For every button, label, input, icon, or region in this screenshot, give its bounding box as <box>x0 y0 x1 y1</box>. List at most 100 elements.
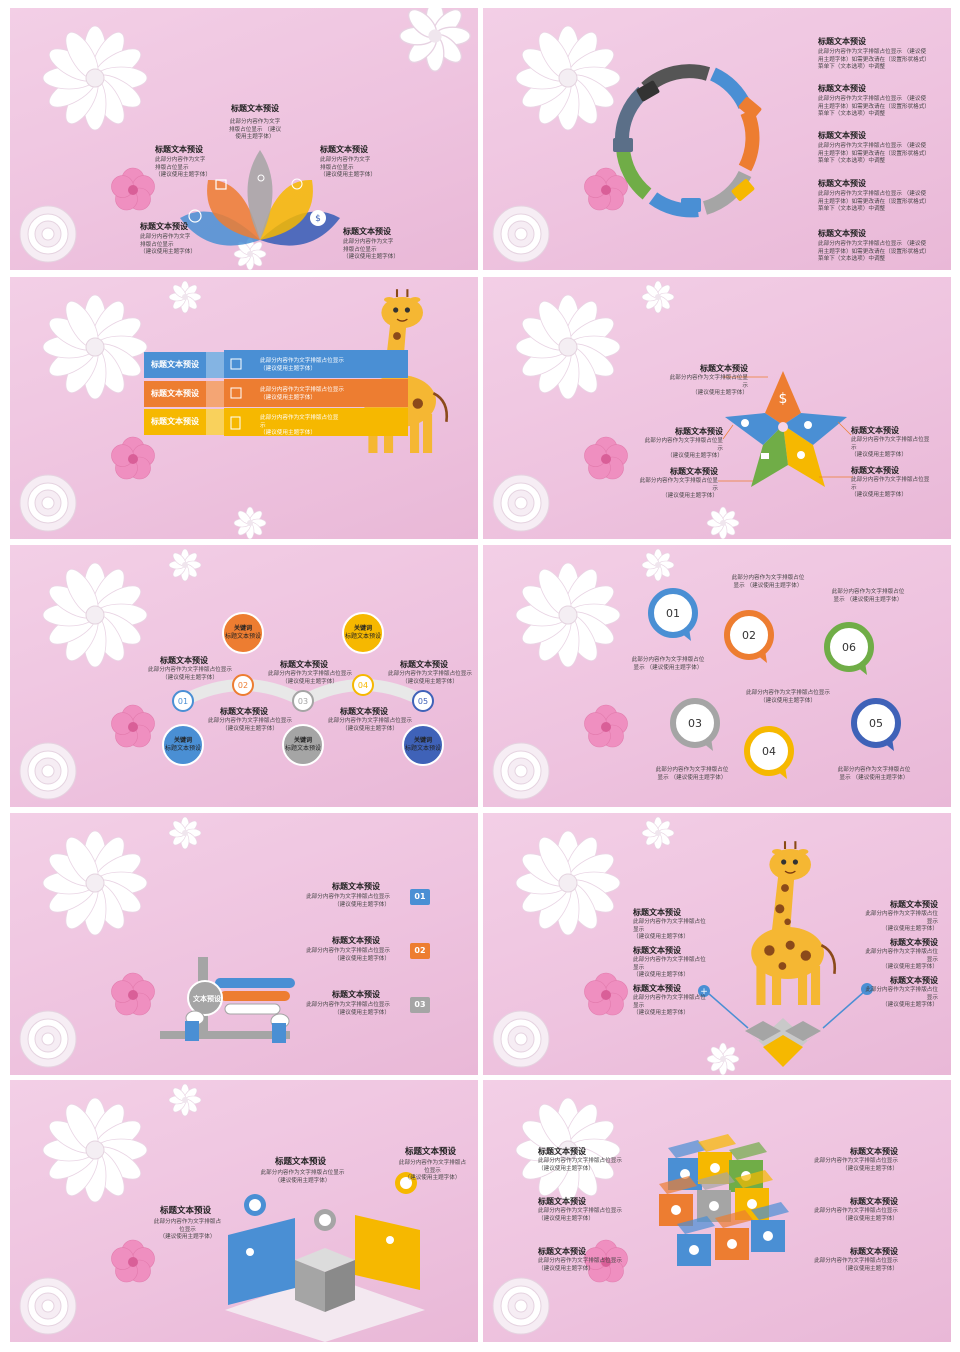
star-point-blue <box>783 413 847 445</box>
bubble-body: 此部分内容作为文字排版占位 显示 （建议使用主题字体） <box>655 767 729 781</box>
diamond-gray-2 <box>785 1021 821 1041</box>
list-item-title: 标题文本预设 <box>332 936 380 945</box>
clipboard-icon <box>230 416 241 430</box>
lotus-petal-orange <box>207 179 260 240</box>
list-item-body: 此部分内容作为文字排版占位显示 （建议使用主题字体） <box>306 948 390 962</box>
bubble-number: 06 <box>842 641 856 654</box>
slide-8-giraffe-arrows[interactable]: + 标题文本预设此部分内容作为文字排版占位 显示 （建议使用主题字体）标题文本预… <box>483 813 951 1075</box>
pin-item-body: 此部分内容作为文字排版占 位显示 （建议使用主题字体） <box>398 1160 467 1182</box>
bubble-number: 02 <box>742 629 756 642</box>
title-bottom-left: 标题文本预设 <box>140 222 188 231</box>
arrow-item-body: 此部分内容作为文字排版占位 显示 （建议使用主题字体） <box>865 911 938 933</box>
dial-tag: 文本预设 <box>193 995 221 1003</box>
bubble-body: 此部分内容作为文字排版占位 显示 （建议使用主题字体） <box>831 589 905 603</box>
block-gray <box>295 1260 325 1312</box>
body-right: 此部分内容作为文字 排版占位显示 （建议使用主题字体） <box>320 157 376 179</box>
slide-3-giraffe-banners[interactable]: 标题文本预设此部分内容作为文字排版占位显示 （建议使用主题字体）标题文本预设此部… <box>10 277 478 539</box>
cycle-item-body: 此部分内容作为文字排版占位显示 （建议使用主题字体）如需更改请在（设置形状格式）… <box>818 49 930 71</box>
bubble-tail <box>757 650 767 663</box>
banner-body: 此部分内容作为文字排版占位显示 （建议使用主题字体） <box>260 358 344 372</box>
keyword-sub: 标题文本预设 <box>164 745 201 752</box>
arrow-item-title: 标题文本预设 <box>890 900 938 909</box>
keyword-bubble <box>162 724 204 766</box>
lock-icon-top <box>751 1202 789 1220</box>
cube-item-title: 标题文本预设 <box>850 1247 898 1256</box>
timeline-node <box>412 690 434 712</box>
list-item-body: 此部分内容作为文字排版占位显示 （建议使用主题字体） <box>306 894 390 908</box>
cube-item-body: 此部分内容作为文字排版占位显示 （建议使用主题字体） <box>538 1208 622 1222</box>
timeline-item-body: 此部分内容作为文字排版占位显示 （建议使用主题字体） <box>268 671 352 685</box>
title-left: 标题文本预设 <box>155 145 203 154</box>
body-bottom-right: 此部分内容作为文字 排版占位显示 （建议使用主题字体） <box>343 239 399 261</box>
block-cube <box>659 1134 789 1266</box>
diamond-yellow <box>763 1035 803 1067</box>
banner-label: 标题文本预设 <box>151 417 199 426</box>
slider-blue <box>215 978 295 988</box>
arrow-item-title: 标题文本预设 <box>890 976 938 985</box>
star-item-body: 此部分内容作为文字排版占位显示 （建议使用主题字体） <box>639 478 718 500</box>
arrow-item-title: 标题文本预设 <box>633 946 681 955</box>
cycle-item-title: 标题文本预设 <box>818 131 866 140</box>
timeline-node-label: 04 <box>357 681 369 690</box>
number-bubble <box>824 622 874 672</box>
star-item-body: 此部分内容作为文字排版占位显示 （建议使用主题字体） <box>851 477 930 499</box>
pie-icon <box>710 1163 720 1173</box>
body-bottom-left: 此部分内容作为文字 排版占位显示 （建议使用主题字体） <box>140 234 196 256</box>
keyword-sub: 标题文本预设 <box>344 633 381 640</box>
keyword-bubble <box>282 724 324 766</box>
slide-9-iso-pins[interactable]: 标题文本预设此部分内容作为文字排版占 位显示 （建议使用主题字体）标题文本预设此… <box>10 1080 478 1342</box>
cycle-item-title: 标题文本预设 <box>818 84 866 93</box>
bubble-number: 05 <box>869 717 883 730</box>
cube-item-body: 此部分内容作为文字排版占位显示 （建议使用主题字体） <box>538 1158 622 1172</box>
bubble-body: 此部分内容作为文字排版占位 显示 （建议使用主题字体） <box>837 767 911 781</box>
number-bubble <box>670 698 720 748</box>
cycle-diagram <box>613 64 762 218</box>
block-yellow <box>355 1215 420 1290</box>
star-item-title: 标题文本预设 <box>851 426 899 435</box>
cube-item-title: 标题文本预设 <box>538 1247 586 1256</box>
timeline-item-body: 此部分内容作为文字排版占位显示 （建议使用主题字体） <box>148 667 232 681</box>
banner-diagram <box>144 287 449 455</box>
bubble-body: 此部分内容作为文字排版占位 显示 （建议使用主题字体） <box>631 657 705 671</box>
arrow-item-title: 标题文本预设 <box>633 984 681 993</box>
pin-item-body: 此部分内容作为文字排版占位显示 （建议使用主题字体） <box>260 1170 345 1184</box>
slide-10-cube[interactable]: 标题文本预设 此部分内容作为文字排版占位显示 （建议使用主题字体） 标题文本预设 此部… <box>483 1080 951 1342</box>
slider-white <box>224 1003 281 1015</box>
bubble-number: 01 <box>666 607 680 620</box>
star-item-body: 此部分内容作为文字排版占位显示 （建议使用主题字体） <box>644 438 723 460</box>
bubble-tail <box>703 738 713 751</box>
banner-label: 标题文本预设 <box>151 360 199 369</box>
timeline-item-title: 标题文本预设 <box>280 660 328 669</box>
pin-item-body: 此部分内容作为文字排版占 位显示 （建议使用主题字体） <box>153 1219 222 1241</box>
slide-4-star-puzzle[interactable]: $ 标题文本预设此部分内容作为文字排版占位显示 （建议使用主题字体）标题文本预设… <box>483 277 951 539</box>
number-bubbles <box>648 588 901 779</box>
keyword-bubble <box>222 612 264 654</box>
bubble-number: 03 <box>688 717 702 730</box>
banner-label: 标题文本预设 <box>151 389 199 398</box>
docs-icon-top <box>677 1216 715 1234</box>
cycle-item-body: 此部分内容作为文字排版占位显示 （建议使用主题字体）如需更改请在（设置形状格式）… <box>818 96 930 118</box>
cycle-item-title: 标题文本预设 <box>818 229 866 238</box>
dollar-icon: $ <box>779 391 788 407</box>
slider-orange <box>220 991 290 1001</box>
cycle-item-title: 标题文本预设 <box>818 37 866 46</box>
slide-2-cycle[interactable]: 标题文本预设此部分内容作为文字排版占位显示 （建议使用主题字体）如需更改请在（设… <box>483 8 951 270</box>
cycle-arrow-green <box>616 147 652 200</box>
timeline-node-label: 02 <box>237 681 249 690</box>
plus-icon <box>698 985 710 997</box>
clock-icon <box>188 209 202 223</box>
timeline-item-body: 此部分内容作为文字排版占位显示 （建议使用主题字体） <box>328 718 412 732</box>
bubble-tail <box>857 662 867 675</box>
arrow-item-title: 标题文本预设 <box>633 908 681 917</box>
banner-tab-yellow <box>144 409 206 435</box>
banner-tab-blue <box>144 352 206 378</box>
hands-illustration <box>160 957 295 1043</box>
slide-1-lotus[interactable]: $ 标题文本预设 此部分内容作为文字 排版占位显示 （建议 使用主题字体） 标题… <box>10 8 478 270</box>
gear-icon <box>671 1205 681 1215</box>
cycle-item-body: 此部分内容作为文字排版占位显示 （建议使用主题字体）如需更改请在（设置形状格式）… <box>818 241 930 263</box>
keyword-label: 关键词 <box>293 737 312 744</box>
banner-body: 此部分内容作为文字排版占位显示 （建议使用主题字体） <box>260 387 344 401</box>
